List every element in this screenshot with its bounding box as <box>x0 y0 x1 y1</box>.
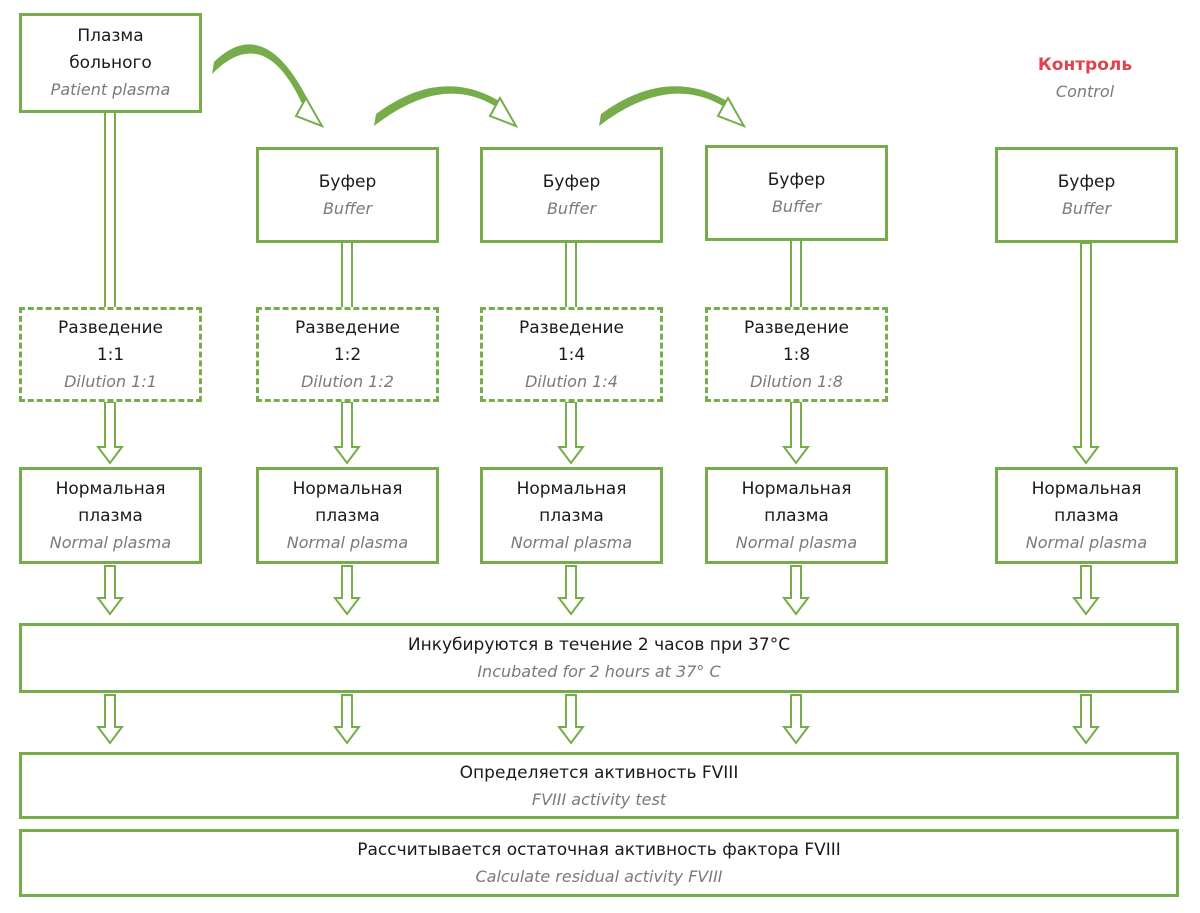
activity-en: FVIII activity test <box>531 789 667 809</box>
down-arrow-to-incubation-3 <box>557 565 585 616</box>
incubation-box: Инкубируются в течение 2 часов при 37°С … <box>19 623 1179 693</box>
dilution-ratio: 1:8 <box>782 344 811 365</box>
buffer-ru: Буфер <box>1057 171 1116 192</box>
dilution-ratio: 1:4 <box>557 344 586 365</box>
connector-buffer-2 <box>565 243 577 307</box>
normal-plasma-ru-2: плазма <box>1054 505 1119 526</box>
control-heading-en: Control <box>1055 82 1115 101</box>
normal-plasma-ru-2: плазма <box>764 505 829 526</box>
down-arrow-to-activity-4 <box>782 694 810 745</box>
normal-plasma-ru-2: плазма <box>78 505 143 526</box>
down-arrow-dilution-1 <box>96 401 124 465</box>
normal-plasma-ru-1: Нормальная <box>55 478 166 499</box>
incubation-en: Incubated for 2 hours at 37° C <box>477 662 721 681</box>
dilution-en: Dilution 1:4 <box>525 371 618 391</box>
buffer-ru: Буфер <box>318 171 377 192</box>
dilution-box-4: Разведение 1:8 Dilution 1:8 <box>705 307 888 402</box>
buffer-en: Buffer <box>546 198 597 218</box>
dilution-en: Dilution 1:8 <box>750 371 843 391</box>
normal-plasma-ru-1: Нормальная <box>516 478 627 499</box>
down-arrow-dilution-3 <box>557 401 585 465</box>
normal-plasma-box-control: Нормальная плазма Normal plasma <box>995 467 1178 564</box>
down-arrow-to-activity-2 <box>333 694 361 745</box>
dilution-ru: Разведение <box>57 317 164 338</box>
down-arrow-to-incubation-1 <box>96 565 124 616</box>
down-arrow-to-activity-3 <box>557 694 585 745</box>
buffer-ru: Буфер <box>542 171 601 192</box>
dilution-ru: Разведение <box>743 317 850 338</box>
buffer-box-3: Буфер Buffer <box>705 145 888 241</box>
curved-arrow-2 <box>374 86 519 128</box>
down-arrow-to-activity-1 <box>96 694 124 745</box>
normal-plasma-box-3: Нормальная плазма Normal plasma <box>480 467 663 564</box>
dilution-box-2: Разведение 1:2 Dilution 1:2 <box>256 307 439 402</box>
normal-plasma-en: Normal plasma <box>286 532 409 552</box>
patient-plasma-en: Patient plasma <box>50 80 171 99</box>
buffer-en: Buffer <box>322 198 373 218</box>
dilution-en: Dilution 1:1 <box>64 371 157 391</box>
down-arrow-dilution-2 <box>333 401 361 465</box>
dilution-en: Dilution 1:2 <box>301 371 394 391</box>
dilution-ratio: 1:1 <box>96 344 125 365</box>
down-arrow-to-activity-5 <box>1072 694 1100 745</box>
down-arrow-to-incubation-4 <box>782 565 810 616</box>
down-arrow-control-buffer <box>1072 242 1100 465</box>
down-arrow-to-incubation-2 <box>333 565 361 616</box>
activity-ru: Определяется активность FVIII <box>459 762 739 783</box>
curved-arrow-1 <box>212 44 325 128</box>
curved-arrow-3 <box>599 86 747 128</box>
connector-buffer-3 <box>790 241 802 307</box>
buffer-ru: Буфер <box>767 169 826 190</box>
normal-plasma-en: Normal plasma <box>510 532 633 552</box>
normal-plasma-en: Normal plasma <box>735 532 858 552</box>
dilution-ru: Разведение <box>518 317 625 338</box>
down-arrow-dilution-4 <box>782 401 810 465</box>
buffer-box-control: Буфер Buffer <box>995 147 1178 243</box>
dilution-ratio: 1:2 <box>333 344 362 365</box>
buffer-box-1: Буфер Buffer <box>256 147 439 243</box>
buffer-en: Buffer <box>771 196 822 216</box>
connector-buffer-1 <box>341 243 353 307</box>
activity-box: Определяется активность FVIII FVIII acti… <box>19 752 1179 819</box>
residual-ru: Рассчитывается остаточная активность фак… <box>357 840 841 860</box>
patient-plasma-ru-1: Плазма <box>77 26 144 46</box>
normal-plasma-box-2: Нормальная плазма Normal plasma <box>256 467 439 564</box>
normal-plasma-ru-1: Нормальная <box>1031 478 1142 499</box>
incubation-ru: Инкубируются в течение 2 часов при 37°С <box>407 635 791 655</box>
dilution-box-1: Разведение 1:1 Dilution 1:1 <box>19 307 202 402</box>
normal-plasma-ru-2: плазма <box>539 505 604 526</box>
normal-plasma-ru-1: Нормальная <box>741 478 852 499</box>
residual-box: Рассчитывается остаточная активность фак… <box>19 829 1179 897</box>
dilution-ru: Разведение <box>294 317 401 338</box>
normal-plasma-en: Normal plasma <box>49 532 172 552</box>
normal-plasma-box-1: Нормальная плазма Normal plasma <box>19 467 202 564</box>
normal-plasma-box-4: Нормальная плазма Normal plasma <box>705 467 888 564</box>
connector-patient-to-dilution <box>104 113 116 307</box>
dilution-box-3: Разведение 1:4 Dilution 1:4 <box>480 307 663 402</box>
residual-en: Calculate residual activity FVIII <box>475 867 723 886</box>
control-heading: Контроль Control <box>1000 52 1170 105</box>
down-arrow-to-incubation-5 <box>1072 565 1100 616</box>
normal-plasma-ru-1: Нормальная <box>292 478 403 499</box>
normal-plasma-en: Normal plasma <box>1025 532 1148 552</box>
buffer-box-2: Буфер Buffer <box>480 147 663 243</box>
patient-plasma-ru-2: больного <box>69 53 152 73</box>
normal-plasma-ru-2: плазма <box>315 505 380 526</box>
control-heading-ru: Контроль <box>1037 55 1133 75</box>
patient-plasma-box: Плазма больного Patient plasma <box>19 13 202 113</box>
buffer-en: Buffer <box>1061 198 1112 218</box>
